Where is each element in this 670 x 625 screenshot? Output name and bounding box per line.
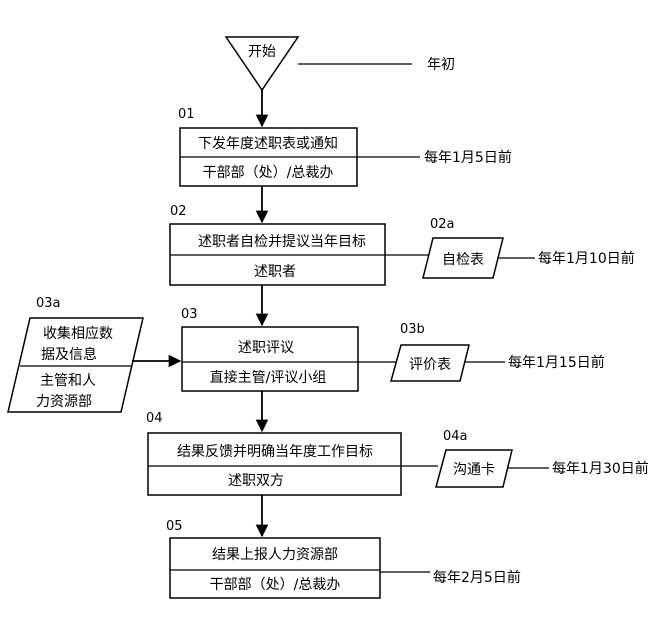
input-03a-line1: 收集相应数: [43, 325, 113, 342]
step-04-id: 04: [146, 411, 163, 426]
step-01-box: 下发年度述职表或通知 干部部（处）/总裁办: [179, 127, 358, 187]
doc-04a-shape: 沟通卡: [435, 449, 513, 488]
doc-02a-id: 02a: [430, 217, 455, 232]
doc-04a-date: 每年1月30日前: [552, 460, 649, 477]
step-02-box: 述职者自检并提议当年目标 述职者: [169, 223, 386, 286]
step-03-id: 03: [181, 307, 198, 322]
step-01-date: 每年1月5日前: [424, 149, 512, 166]
step-01-id: 01: [178, 107, 195, 122]
start-node: 开始: [224, 36, 300, 92]
step-05-title: 结果上报人力资源部: [212, 547, 338, 563]
step-05-id: 05: [166, 519, 183, 534]
step-03-owner: 直接主管/评议小组: [210, 369, 327, 386]
input-03a-owner1: 主管和人: [40, 373, 96, 389]
input-03a-id: 03a: [36, 296, 61, 311]
step-04-box: 结果反馈并明确当年度工作目标 述职双方: [147, 432, 402, 496]
step-04-owner: 述职双方: [228, 473, 284, 489]
step-04-title: 结果反馈并明确当年度工作目标: [177, 444, 373, 460]
start-label: 开始: [248, 44, 276, 60]
input-03a-line2: 据及信息: [41, 346, 97, 363]
step-05-date: 每年2月5日前: [433, 569, 521, 586]
step-02-id: 02: [170, 204, 187, 219]
input-03a-shape: 收集相应数 据及信息 主管和人 力资源部: [7, 317, 144, 413]
step-02-title: 述职者自检并提议当年目标: [198, 234, 366, 250]
step-05-box: 结果上报人力资源部 干部部（处）/总裁办: [169, 537, 381, 599]
step-01-owner: 干部部（处）/总裁办: [203, 165, 334, 181]
doc-03b-label: 评价表: [409, 357, 451, 373]
doc-02a-date: 每年1月10日前: [538, 250, 635, 267]
doc-04a-label: 沟通卡: [453, 462, 495, 478]
doc-03b-shape: 评价表: [390, 344, 470, 382]
step-03-box: 述职评议 直接主管/评议小组: [181, 326, 359, 392]
doc-03b-date: 每年1月15日前: [508, 354, 605, 371]
step-05-owner: 干部部（处）/总裁办: [210, 577, 341, 593]
doc-04a-id: 04a: [443, 429, 468, 444]
step-03-title: 述职评议: [238, 340, 294, 356]
doc-02a-shape: 自检表: [422, 237, 504, 279]
input-03a-owner2: 力资源部: [36, 394, 92, 410]
doc-02a-label: 自检表: [442, 252, 484, 268]
start-note: 年初: [427, 56, 455, 73]
step-01-title: 下发年度述职表或通知: [198, 135, 338, 152]
doc-03b-id: 03b: [400, 322, 425, 337]
step-02-owner: 述职者: [254, 264, 296, 280]
